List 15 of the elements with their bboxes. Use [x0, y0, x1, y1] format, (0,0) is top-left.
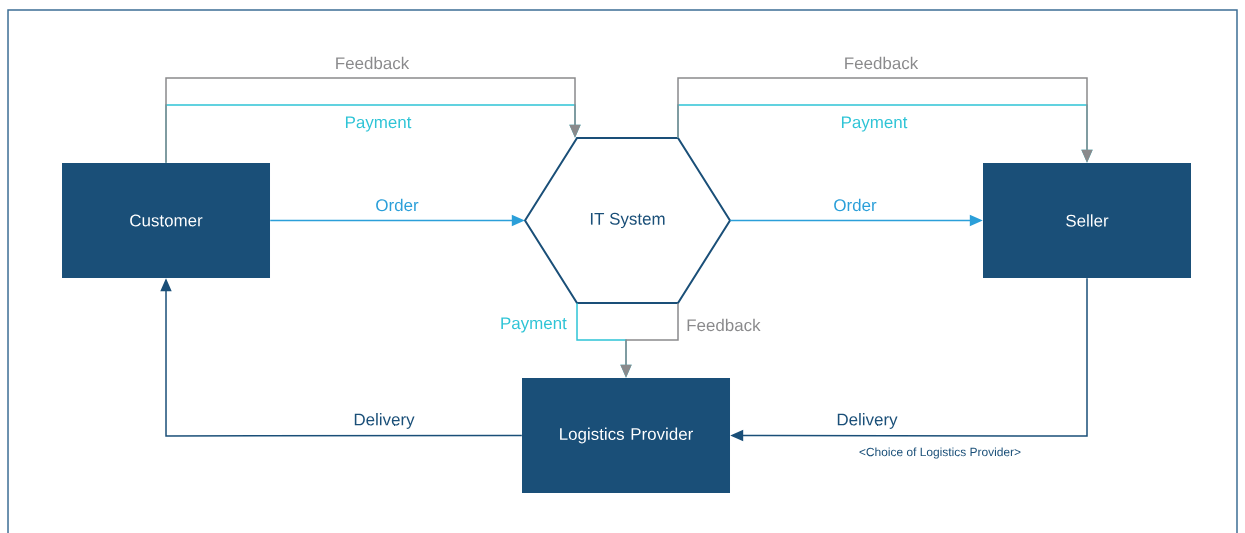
note-text: <Choice of Logistics Provider>: [859, 447, 1021, 459]
edge-label: Payment: [839, 115, 909, 133]
edge-label: Delivery: [352, 412, 416, 430]
process-box: Seller: [983, 163, 1191, 278]
edge-label: Payment: [343, 115, 413, 133]
process-box: Logistics Provider: [522, 378, 730, 493]
edge-label: Order: [374, 197, 420, 213]
edge-label: Feedback: [685, 317, 762, 333]
edge-label: Payment: [498, 316, 568, 334]
edge-label: Feedback: [333, 55, 411, 71]
edge-label: Delivery: [835, 412, 899, 430]
edge-label: Order: [832, 197, 878, 213]
process-box: Customer: [62, 163, 270, 278]
arrow: [165, 77, 581, 164]
edge-label: Feedback: [842, 55, 920, 71]
